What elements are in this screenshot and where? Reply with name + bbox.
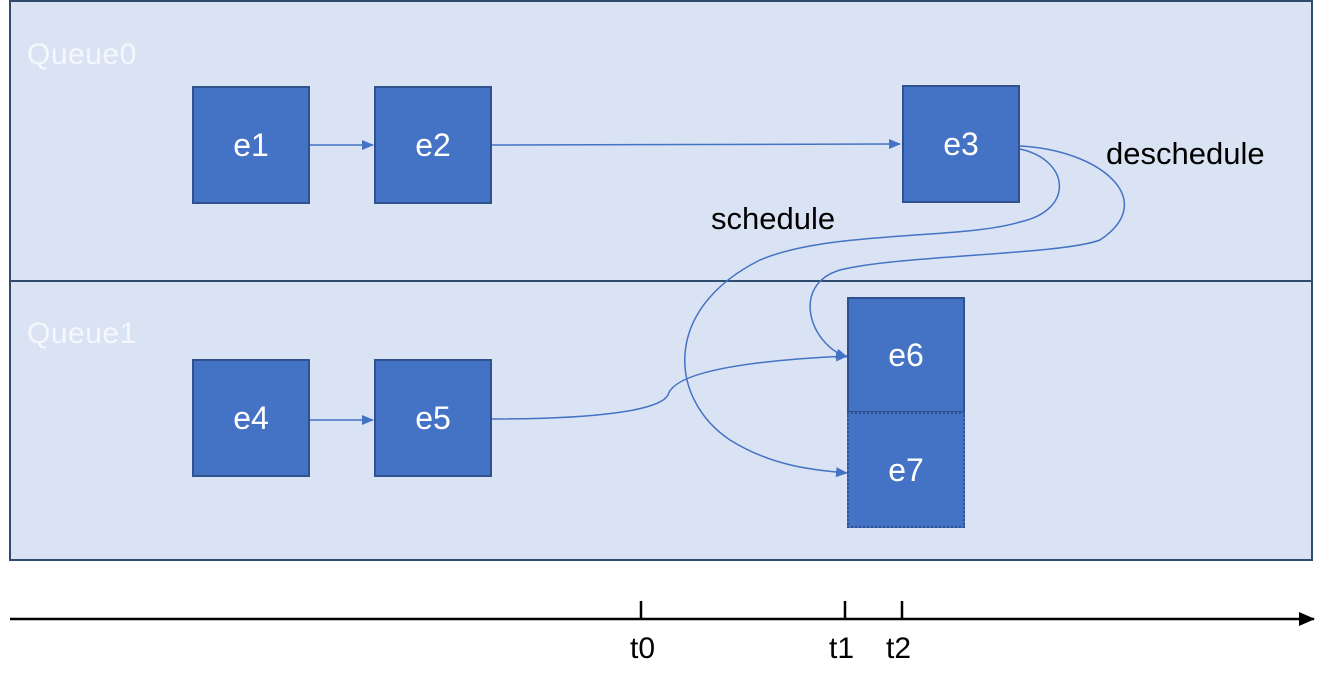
queue1-label: Queue1 <box>27 317 137 350</box>
event-e6: e6 <box>847 297 965 413</box>
event-e2: e2 <box>374 86 492 204</box>
edge-e3-e7-schedule <box>684 148 1061 478</box>
event-e4: e4 <box>192 359 310 477</box>
event-e7: e7 <box>847 412 965 528</box>
queue0-label: Queue0 <box>27 38 137 71</box>
edge-e3-e6-deschedule <box>809 145 1125 359</box>
event-e3: e3 <box>902 85 1020 203</box>
edge-e2-e3 <box>491 139 901 150</box>
tick-label-t1: t1 <box>829 632 855 665</box>
event-e1: e1 <box>192 86 310 204</box>
edge-e5-e6 <box>491 351 848 420</box>
deschedule-label: deschedule <box>1106 136 1265 171</box>
tick-label-t0: t0 <box>630 632 656 665</box>
schedule-label: schedule <box>711 201 836 236</box>
event-e5: e5 <box>374 359 492 477</box>
tick-label-t2: t2 <box>886 632 912 665</box>
